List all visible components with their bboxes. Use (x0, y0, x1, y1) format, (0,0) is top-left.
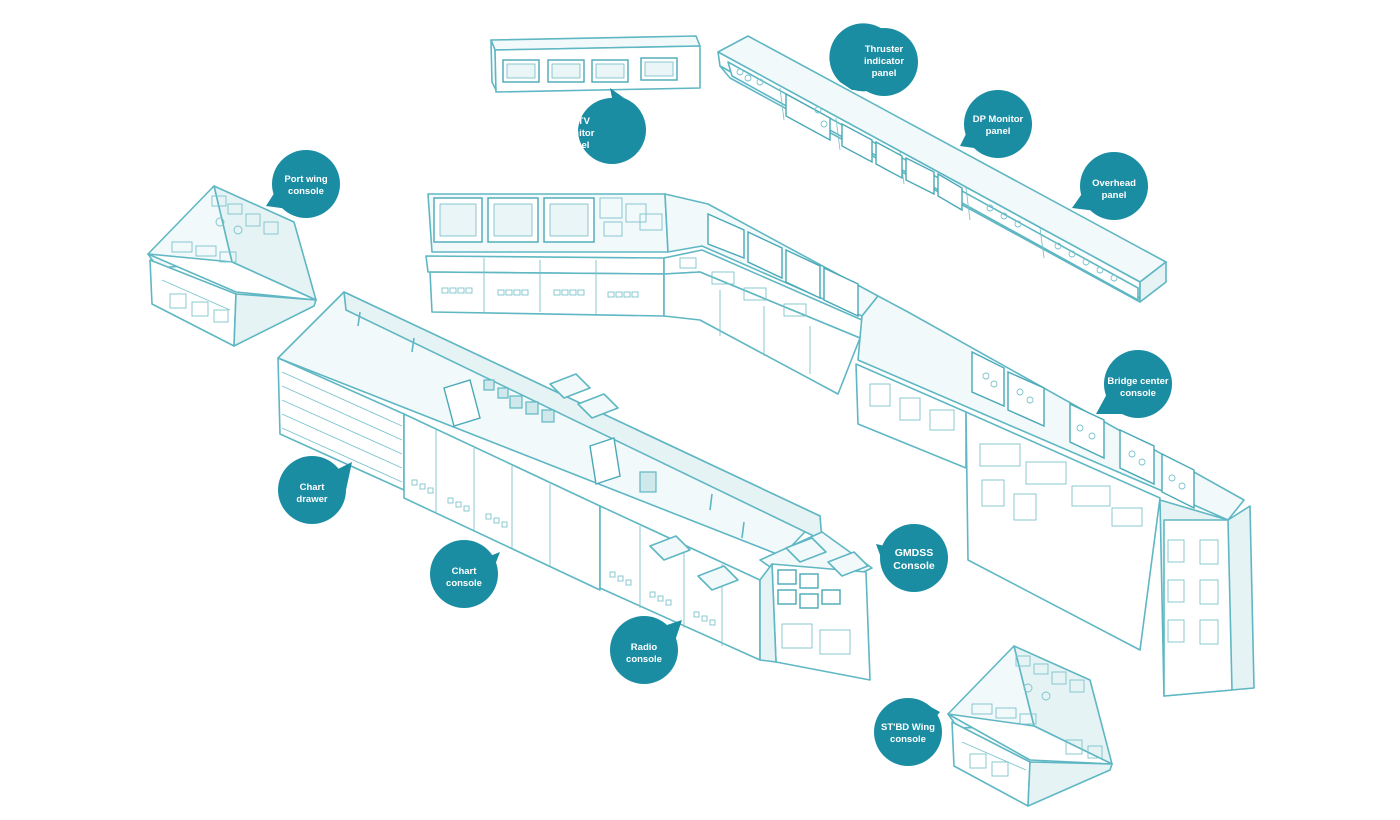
callout-stbd-wing-console: ST'BD Wing console (874, 698, 942, 766)
radio-console-printers (549, 373, 739, 591)
callout-chart-console: Chart console (430, 540, 500, 608)
callout-label: console (446, 578, 482, 589)
callout-label: panel (872, 68, 897, 79)
callout-label: Chart (300, 482, 326, 493)
cctv-monitor-panel (490, 35, 701, 93)
callout-label: indicator (864, 56, 904, 67)
callout-label: Thruster (865, 44, 904, 55)
callout-label: console (890, 734, 926, 745)
stbd-wing-console (947, 645, 1113, 807)
callout-label: panel (1102, 190, 1127, 201)
callout-label: DP Monitor (973, 114, 1024, 125)
callout-label: panel (565, 140, 590, 151)
dp-monitor-screens (785, 92, 963, 212)
callout-label: console (1120, 388, 1156, 399)
gmdss-printers (785, 537, 869, 577)
chart-console-equipment (357, 311, 745, 539)
callout-label: Overhead (1092, 178, 1136, 189)
port-wing-console (147, 185, 317, 347)
callout-label: console (288, 186, 324, 197)
back-row-screens (433, 197, 595, 243)
callout-label: console (626, 654, 662, 665)
callout-label: Monitor (560, 128, 595, 139)
callout-label: Chart (452, 566, 478, 577)
angled-section-screens (707, 212, 859, 318)
callout-label: Console (893, 560, 935, 572)
callout-port-wing-console: Port wing console (266, 150, 340, 218)
callout-gmdss-console: GMDSS Console (876, 524, 948, 592)
callout-label: CCTV (564, 116, 591, 127)
bridge-main-console (425, 193, 1255, 697)
callout-bridge-center-console: Bridge center console (1096, 350, 1172, 418)
callout-label: panel (986, 126, 1011, 137)
chart-console (277, 291, 873, 681)
callout-label: Port wing (284, 174, 327, 185)
callout-chart-drawer: Chart drawer (278, 456, 352, 524)
callout-label: ST'BD Wing (881, 722, 935, 733)
callout-thruster-indicator-panel: Thruster indicator panel (829, 23, 918, 96)
callout-label: Radio (631, 642, 658, 653)
callout-dp-monitor-panel: DP Monitor panel (960, 90, 1032, 158)
callout-label: drawer (296, 494, 327, 505)
callout-overhead-panel: Overhead panel (1072, 152, 1148, 220)
callout-cctv-monitor-panel: CCTV Monitor panel (560, 88, 647, 164)
callout-label: GMDSS (895, 547, 934, 559)
bridge-center-screens (971, 350, 1195, 510)
callout-radio-console: Radio console (610, 616, 682, 684)
chart-drawer-lines (281, 371, 403, 483)
overhead-panel (717, 35, 1167, 303)
gmdss-screens (777, 569, 841, 609)
callout-label: Bridge center (1107, 376, 1169, 387)
